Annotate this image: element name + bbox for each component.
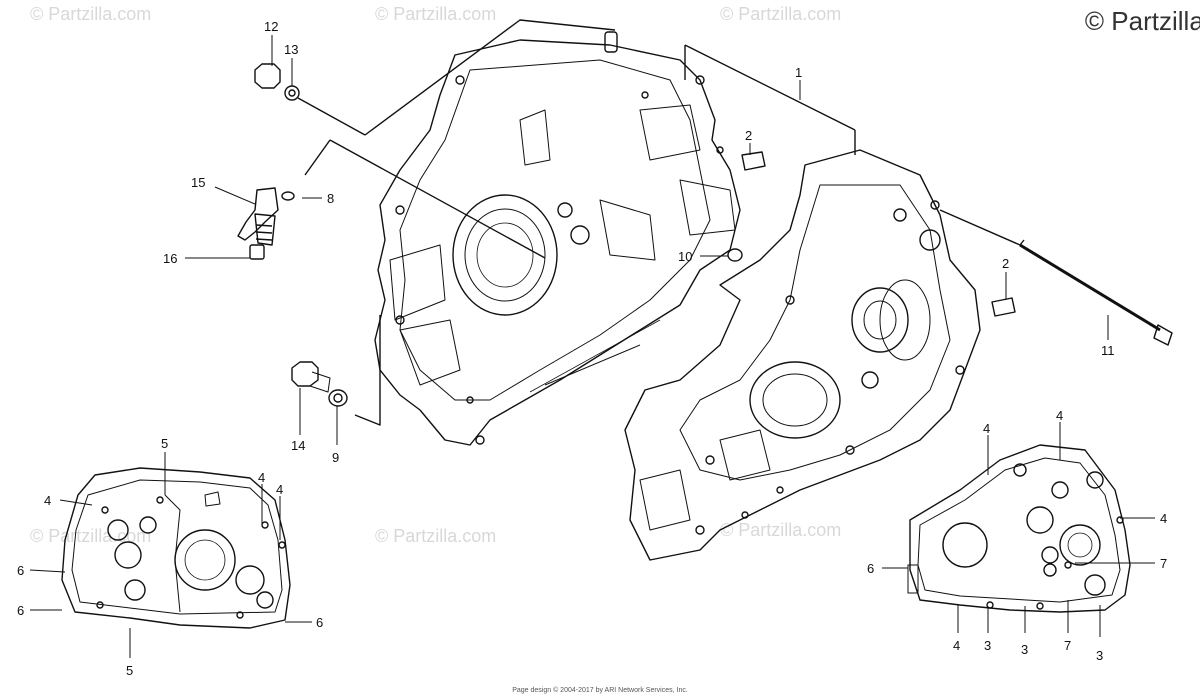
watermark: © Partzilla.com <box>30 526 152 546</box>
washer-9 <box>328 389 348 407</box>
callout-12: 12 <box>264 19 278 34</box>
nut-12 <box>254 63 281 89</box>
callout-2: 2 <box>745 128 752 143</box>
callout-9: 9 <box>332 450 339 465</box>
right-cover-gasket <box>907 444 1131 613</box>
copyright-notice: © Partzilla.c <box>1084 6 1200 36</box>
callout-4: 4 <box>44 493 51 508</box>
callout-1: 1 <box>795 65 802 80</box>
callout-11: 11 <box>1101 343 1115 358</box>
callout-2: 2 <box>1002 256 1009 271</box>
callout-5: 5 <box>126 663 133 678</box>
bolt-16 <box>254 213 276 246</box>
dowel-2b <box>991 297 1016 317</box>
callout-4: 4 <box>276 482 283 497</box>
callout-8: 8 <box>327 191 334 206</box>
callout-6: 6 <box>867 561 874 576</box>
left-cover-gasket <box>61 467 291 629</box>
dowel-2a <box>741 151 766 171</box>
washer-13 <box>284 85 300 101</box>
callout-6: 6 <box>17 563 24 578</box>
watermark: © Partzilla.com <box>30 4 152 24</box>
callout-labels: 1 2 2 3 3 3 4 4 4 4 4 4 4 5 5 6 6 6 6 7 … <box>17 19 1167 678</box>
callout-7: 7 <box>1064 638 1071 653</box>
left-crankcase-half <box>374 31 741 446</box>
leader-lines <box>29 35 1155 658</box>
callout-15: 15 <box>191 175 205 190</box>
callout-4: 4 <box>1160 511 1167 526</box>
callout-3: 3 <box>1021 642 1028 657</box>
callout-13: 13 <box>284 42 298 57</box>
callout-4: 4 <box>953 638 960 653</box>
watermark: © Partzilla.com <box>720 520 842 540</box>
callout-5: 5 <box>161 436 168 451</box>
plug-14 <box>291 361 319 387</box>
callout-4: 4 <box>258 470 265 485</box>
stud-bolt-11 <box>1153 324 1173 346</box>
o-ring-8 <box>281 191 295 201</box>
callout-10: 10 <box>678 249 692 264</box>
callout-3: 3 <box>1096 648 1103 663</box>
page-footer: Page design © 2004-2017 by ARI Network S… <box>512 687 688 694</box>
bracket-lines <box>304 19 1021 426</box>
watermark: © Partzilla.com <box>720 4 842 24</box>
callout-4: 4 <box>1056 408 1063 423</box>
callout-14: 14 <box>291 438 305 453</box>
callout-7: 7 <box>1160 556 1167 571</box>
callout-4: 4 <box>983 421 990 436</box>
right-crankcase-half <box>624 149 981 561</box>
callout-3: 3 <box>984 638 991 653</box>
callout-6: 6 <box>17 603 24 618</box>
callout-6: 6 <box>316 615 323 630</box>
o-ring-10 <box>727 248 743 262</box>
watermark: © Partzilla.com <box>375 4 497 24</box>
fitting-15 <box>237 187 279 241</box>
watermark: © Partzilla.com <box>375 526 497 546</box>
callout-16: 16 <box>163 251 177 266</box>
